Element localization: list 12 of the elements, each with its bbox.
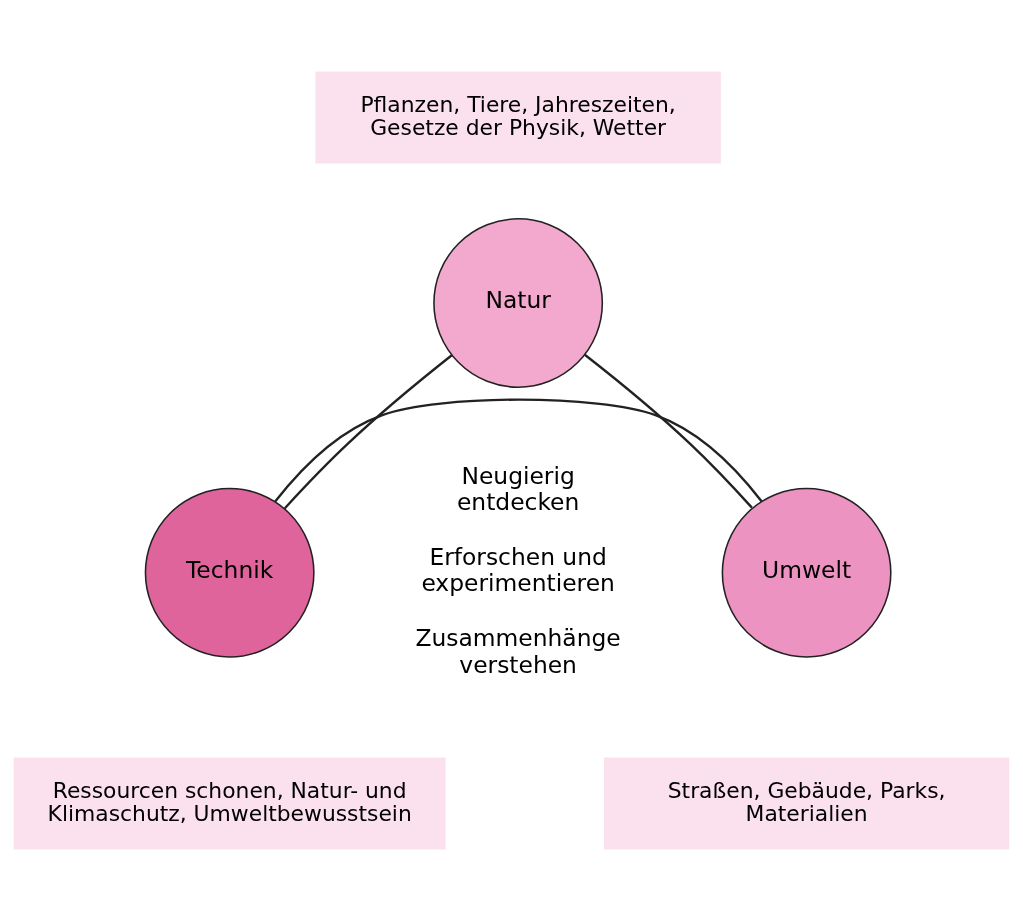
- label: Erforschen und experimentieren: [421, 542, 615, 597]
- node-box: Straßen, Gebäude, Parks, Materialien: [603, 757, 1010, 850]
- node-box: Pflanzen, Tiere, Jahreszeiten, Gesetze der Physik, Wetter: [315, 70, 721, 163]
- node-circle: Umwelt: [721, 487, 892, 658]
- node-circle: Natur: [433, 217, 604, 388]
- connector: [283, 353, 453, 509]
- label: Neugierig entdecken: [456, 461, 580, 516]
- node-box: Ressourcen schonen, Natur- und Klimaschutz, Umweltbewusstsein: [13, 757, 446, 850]
- node-circle: Technik: [144, 487, 315, 658]
- label: Zusammenhänge verstehen: [415, 623, 621, 679]
- connector: [274, 398, 763, 502]
- connector: [584, 353, 753, 508]
